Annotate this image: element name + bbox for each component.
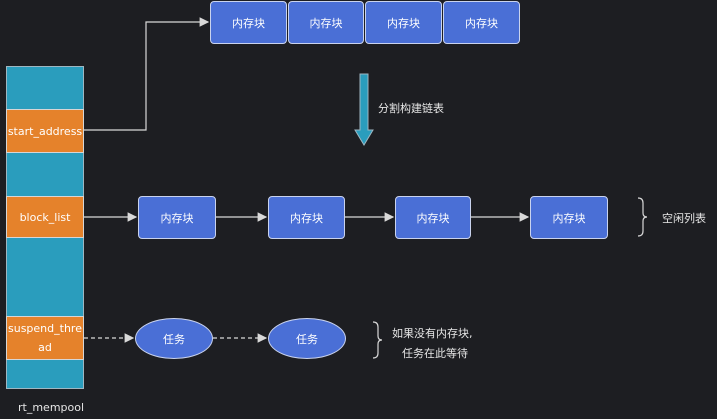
free-list-block: 内存块 — [268, 196, 345, 239]
suspend-thread-label-line2: ad — [38, 341, 52, 354]
free-list-block: 内存块 — [530, 196, 608, 239]
block-list-field: block_list — [6, 196, 84, 238]
wait-brace — [372, 321, 383, 359]
start-address-field: start_address — [6, 109, 84, 153]
waiting-task: 任务 — [135, 318, 213, 359]
split-annotation: 分割构建链表 — [378, 102, 444, 115]
wait-annotation-line2: 任务在此等待 — [402, 347, 468, 360]
wait-annotation-line1: 如果没有内存块, — [392, 327, 473, 340]
start-address-connector — [84, 17, 210, 131]
free-list-annotation: 空闲列表 — [662, 212, 706, 225]
free-list-brace — [637, 197, 648, 237]
block-list-label: block_list — [19, 210, 71, 224]
mempool-name: rt_mempool — [18, 401, 85, 414]
free-list-block: 内存块 — [138, 196, 216, 239]
suspend-thread-field: suspend_thre ad — [6, 316, 84, 360]
top-memory-block: 内存块 — [288, 1, 364, 44]
waiting-task: 任务 — [268, 318, 346, 359]
suspend-thread-label-line1: suspend_thre — [8, 322, 82, 335]
free-list-block: 内存块 — [395, 196, 471, 239]
split-down-arrow — [354, 73, 374, 146]
start-address-label: start_address — [7, 124, 83, 138]
top-memory-block: 内存块 — [210, 1, 287, 44]
top-memory-block: 内存块 — [443, 1, 520, 44]
top-memory-block: 内存块 — [365, 1, 442, 44]
